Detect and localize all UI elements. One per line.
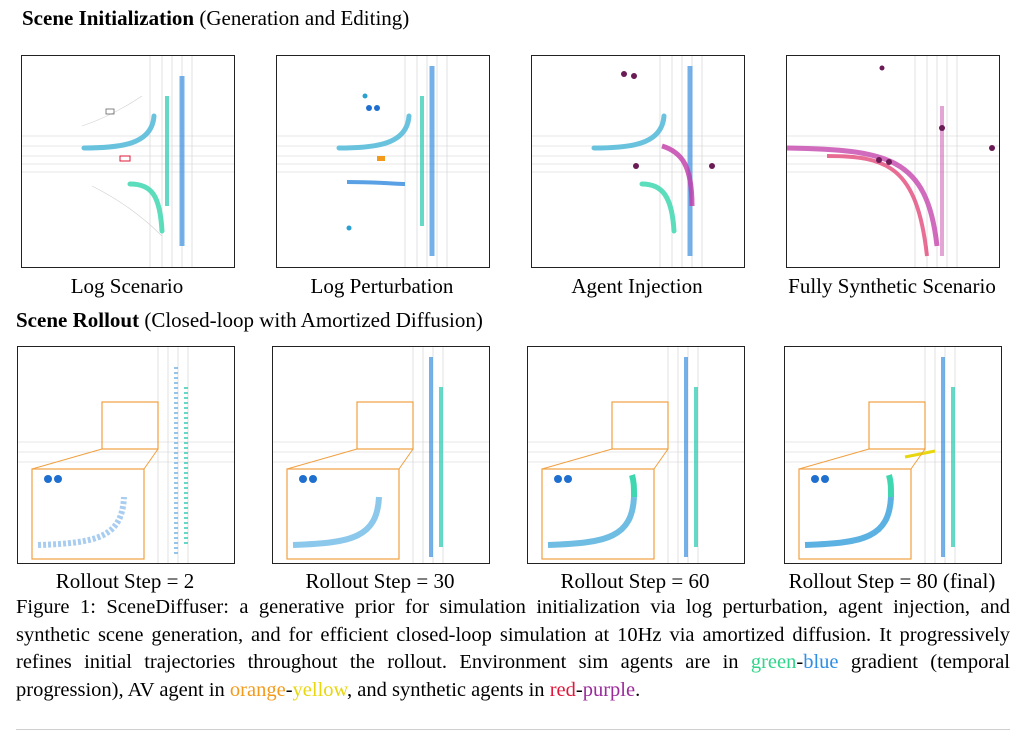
caption-red-word: red <box>549 678 576 701</box>
section-title-rest: (Generation and Editing) <box>194 6 410 30</box>
caption-orange-word: orange <box>229 678 286 701</box>
panel-agent-injection <box>531 55 745 268</box>
page-divider <box>16 729 1010 730</box>
panel-rollout-step-2 <box>17 346 235 564</box>
panel-label: Rollout Step = 60 <box>560 569 710 593</box>
section-title-bold: Scene Rollout <box>16 308 140 332</box>
figure-caption: Figure 1: SceneDiffuser: a generative pr… <box>16 594 1010 704</box>
panel-label: Agent Injection <box>571 274 703 298</box>
caption-green-word: green <box>750 651 797 673</box>
caption-yellow-word: yellow <box>292 678 347 701</box>
panel-label: Log Scenario <box>70 274 184 298</box>
scene-map-agent-injection <box>532 56 744 267</box>
scene-map-rollout-2 <box>18 347 234 563</box>
caption-text: , and synthetic agents in <box>347 678 550 701</box>
section-title-rest: (Closed-loop with Amortized Diffusion) <box>139 308 483 332</box>
caption-dash: - <box>575 678 583 701</box>
scene-map-rollout-80 <box>785 347 1001 563</box>
section-heading-initialization: Scene Initialization (Generation and Edi… <box>22 6 409 30</box>
caption-purple-word: purple <box>582 678 636 701</box>
scene-map-log-perturbation <box>277 56 489 267</box>
caption-blue-word: blue <box>803 651 839 673</box>
section-heading-rollout: Scene Rollout (Closed-loop with Amortize… <box>16 308 483 332</box>
panel-label: Log Perturbation <box>310 274 454 298</box>
panel-fully-synthetic <box>786 55 1000 268</box>
scene-map-fully-synthetic <box>787 56 999 267</box>
scene-map-log-scenario <box>22 56 234 267</box>
caption-text: . <box>635 678 641 701</box>
scene-map-rollout-30 <box>273 347 489 563</box>
panel-rollout-step-30 <box>272 346 490 564</box>
caption-dash: - <box>796 651 804 673</box>
panel-label: Rollout Step = 80 (final) <box>788 569 996 593</box>
panel-label: Fully Synthetic Scenario <box>788 274 996 298</box>
panel-rollout-step-60 <box>527 346 745 564</box>
caption-text: Figure 1: SceneDiffuser: a generative pr… <box>16 596 1010 673</box>
panel-rollout-step-80 <box>784 346 1002 564</box>
panel-label: Rollout Step = 30 <box>305 569 455 593</box>
panel-log-perturbation <box>276 55 490 268</box>
section-title-bold: Scene Initialization <box>22 6 195 30</box>
scene-map-rollout-60 <box>528 347 744 563</box>
caption-text: gradient (temporal progression), AV agen… <box>16 651 1010 701</box>
panel-label: Rollout Step = 2 <box>55 569 195 593</box>
panel-log-scenario <box>21 55 235 268</box>
caption-dash: - <box>285 678 293 701</box>
